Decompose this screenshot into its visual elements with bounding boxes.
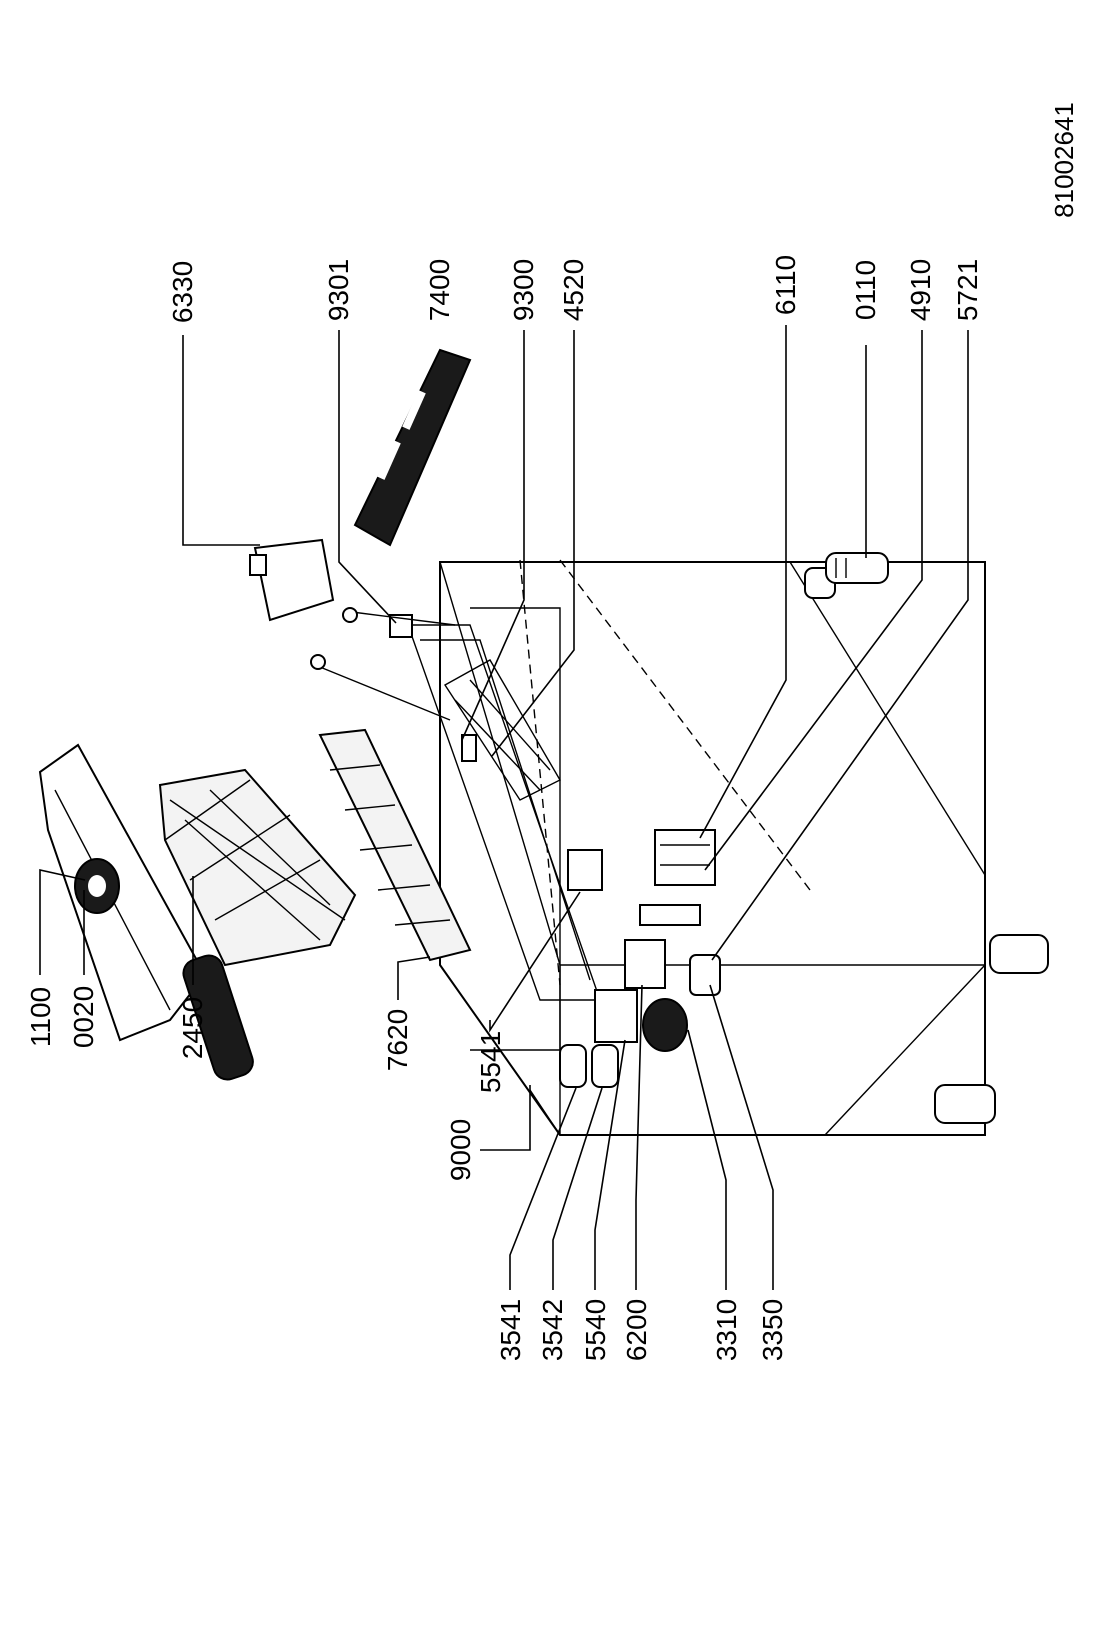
contactor [654, 829, 716, 886]
callout-9301: 9301 [323, 259, 354, 321]
callout-labels: 6330 9301 7400 9300 4520 6110 0110 4910 … [25, 255, 983, 1361]
callout-4520: 4520 [558, 259, 589, 321]
callout-3541: 3541 [495, 1299, 526, 1361]
callout-6330: 6330 [167, 261, 198, 323]
switch-5541 [567, 849, 603, 891]
front-controls [559, 904, 721, 1088]
callout-4910: 4910 [905, 259, 936, 321]
callout-5721: 5721 [952, 259, 983, 321]
leader-lines [39, 325, 969, 1290]
frying-basket [158, 768, 357, 1081]
callout-0020: 0020 [68, 986, 99, 1048]
element-bracket [342, 607, 456, 638]
callout-5540: 5540 [580, 1299, 611, 1361]
callout-6200: 6200 [621, 1299, 652, 1361]
callout-3542: 3542 [537, 1299, 568, 1361]
pilot-lamp [689, 954, 721, 996]
knob-3310 [642, 998, 688, 1052]
callout-9000: 9000 [445, 1119, 476, 1181]
callout-7620: 7620 [382, 1009, 413, 1071]
callout-6110: 6110 [770, 255, 801, 315]
probe [461, 734, 477, 762]
basket-handle [182, 954, 254, 1081]
thermostat-block [594, 989, 638, 1043]
document-id: 81002641 [1049, 102, 1079, 218]
foot-bottom [934, 1084, 996, 1124]
heating-element [310, 654, 561, 801]
sleeve [825, 552, 889, 584]
callout-7400: 7400 [424, 259, 455, 321]
fryer-cabinet [439, 559, 1049, 1136]
callout-5541: 5541 [475, 1031, 506, 1093]
element-cover [249, 538, 335, 622]
callout-1100: 1100 [25, 987, 56, 1047]
bottom-grid [318, 728, 472, 962]
terminal-block [639, 904, 701, 926]
knob-3542 [591, 1044, 619, 1088]
control-panel [353, 348, 472, 547]
callout-3350: 3350 [757, 1299, 788, 1361]
callout-3310: 3310 [711, 1299, 742, 1361]
callout-0110: 0110 [850, 260, 881, 320]
timer-block [624, 939, 666, 989]
knob-3541 [559, 1044, 587, 1088]
foot-top [989, 934, 1049, 974]
callout-2450: 2450 [177, 997, 208, 1059]
callout-9300: 9300 [508, 259, 539, 321]
lid [38, 743, 207, 1042]
